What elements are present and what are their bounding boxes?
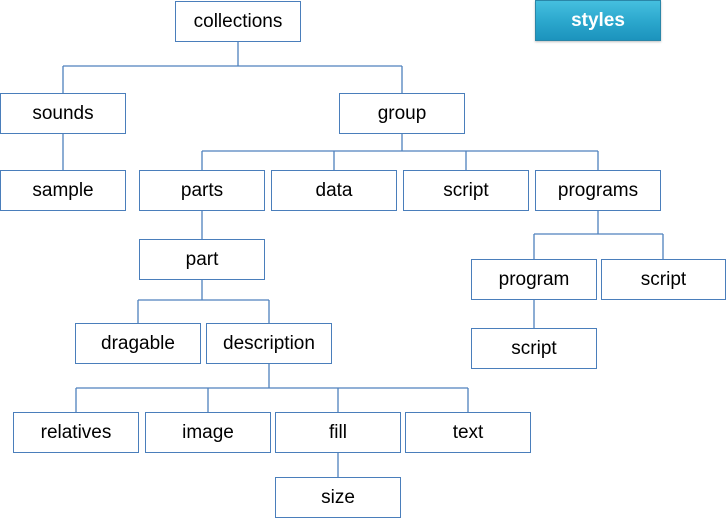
connector-collections-children [62, 42, 403, 93]
node-collections: collections [175, 1, 301, 42]
node-program-script: script [471, 328, 597, 369]
node-programs-script: script [601, 259, 726, 300]
node-group: group [339, 93, 465, 134]
node-fill: fill [275, 412, 401, 453]
node-parts: parts [139, 170, 265, 211]
node-program: program [471, 259, 597, 300]
node-programs: programs [535, 170, 661, 211]
node-image: image [145, 412, 271, 453]
connector-part-children [137, 280, 270, 323]
node-size: size [275, 477, 401, 518]
connector-group-children [201, 134, 599, 170]
node-text: text [405, 412, 531, 453]
node-dragable: dragable [75, 323, 201, 364]
node-part: part [139, 239, 265, 280]
node-group-script: script [403, 170, 529, 211]
node-description: description [206, 323, 332, 364]
connector-description-children [75, 364, 469, 412]
node-data: data [271, 170, 397, 211]
node-relatives: relatives [13, 412, 139, 453]
node-sample: sample [0, 170, 126, 211]
connector-programs-children [533, 211, 664, 259]
node-styles: styles [535, 0, 661, 41]
node-sounds: sounds [0, 93, 126, 134]
